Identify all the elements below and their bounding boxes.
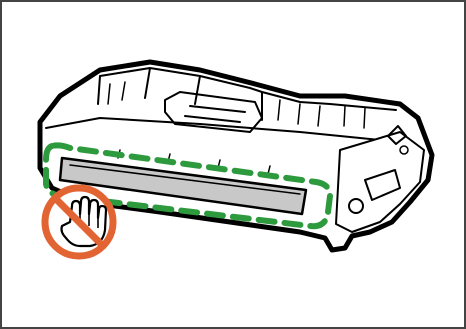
cartridge-end-cap [336,132,424,232]
no-touch-icon [45,188,113,256]
cartridge-end-screw [400,146,408,154]
cartridge-end-knob [349,199,363,213]
